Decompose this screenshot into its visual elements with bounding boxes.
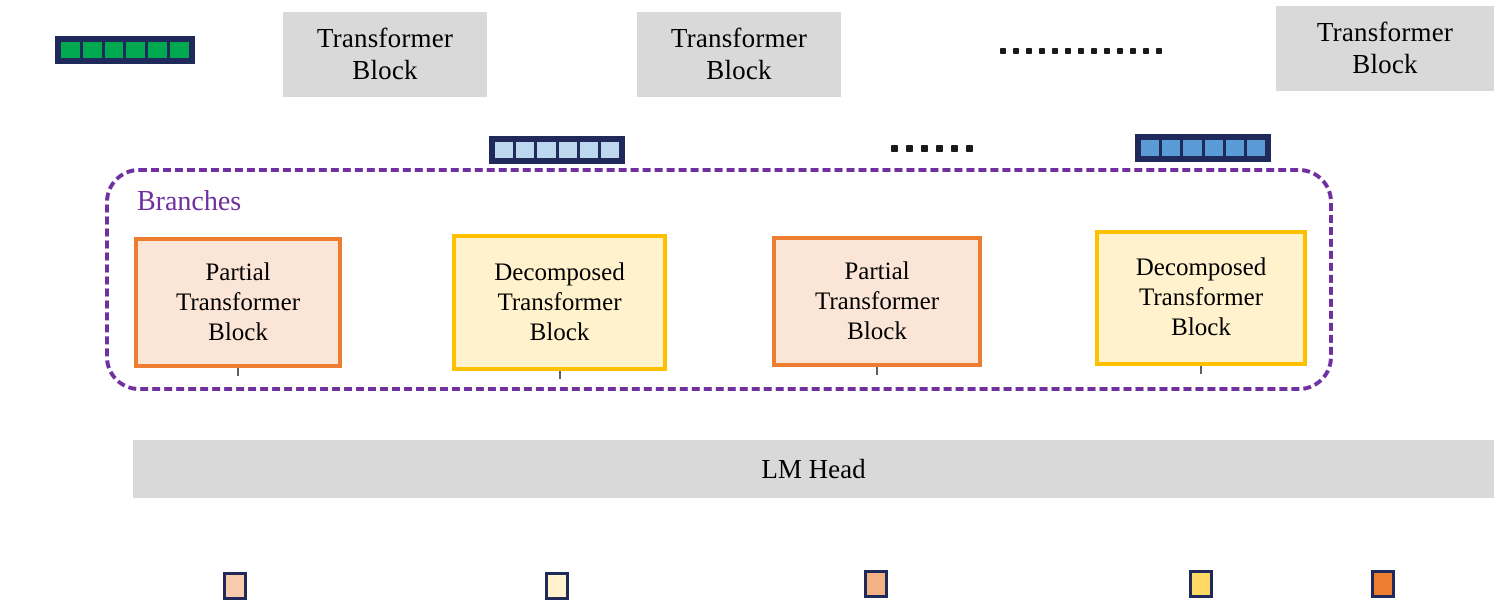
ellipsis-dot [1091, 48, 1097, 54]
ellipsis-dot [1104, 48, 1110, 54]
ellipsis-dot [1156, 48, 1162, 54]
branch-connector-stub [237, 368, 239, 376]
token-cell [1141, 140, 1160, 156]
token-cell [148, 42, 168, 58]
token-cell [495, 142, 514, 158]
token-cell [126, 42, 146, 58]
ellipsis-dot [936, 145, 943, 152]
ellipsis-dot [906, 145, 913, 152]
token-cell [1246, 140, 1266, 156]
top-ellipsis-icon [1000, 48, 1169, 54]
token-cell [1162, 140, 1181, 156]
hidden-tokens-mid-blue [1135, 134, 1271, 162]
token-cell [1183, 140, 1202, 156]
lm-head-block: LM Head [133, 440, 1494, 498]
branch-connector-stub [558, 371, 561, 379]
output-token-square-5 [1371, 570, 1395, 598]
token-cell [537, 142, 556, 158]
token-cell [61, 42, 80, 58]
ellipsis-dot [1117, 48, 1123, 54]
branch-connector-stub [876, 367, 878, 375]
ellipsis-dot [1052, 48, 1058, 54]
ellipsis-dot [1078, 48, 1084, 54]
token-cell [1225, 140, 1244, 156]
ellipsis-dot [1065, 48, 1071, 54]
output-token-square-3 [864, 570, 888, 598]
ellipsis-dot [1130, 48, 1136, 54]
branches-container [105, 168, 1333, 391]
ellipsis-dot [921, 145, 928, 152]
branches-label: Branches [137, 186, 242, 217]
output-token-square-4 [1189, 570, 1213, 598]
token-cell [579, 142, 598, 158]
middle-ellipsis-icon [891, 145, 981, 152]
ellipsis-dot [966, 145, 973, 152]
ellipsis-dot [1013, 48, 1019, 54]
token-cell [516, 142, 535, 158]
ellipsis-dot [951, 145, 958, 152]
ellipsis-dot [1143, 48, 1149, 54]
input-tokens-green [55, 36, 195, 64]
token-cell [82, 42, 102, 58]
token-cell [600, 142, 620, 158]
ellipsis-dot [1026, 48, 1032, 54]
token-cell [170, 42, 189, 58]
token-cell [558, 142, 577, 158]
ellipsis-dot [891, 145, 898, 152]
ellipsis-dot [1039, 48, 1045, 54]
hidden-tokens-light-blue [489, 136, 625, 164]
lm-head-label: LM Head [761, 453, 866, 484]
token-cell [104, 42, 124, 58]
ellipsis-dot [1000, 48, 1006, 54]
token-cell [1204, 140, 1223, 156]
output-token-square-1 [223, 572, 247, 600]
output-token-square-2 [545, 572, 569, 600]
branch-connector-stub [1200, 366, 1202, 374]
